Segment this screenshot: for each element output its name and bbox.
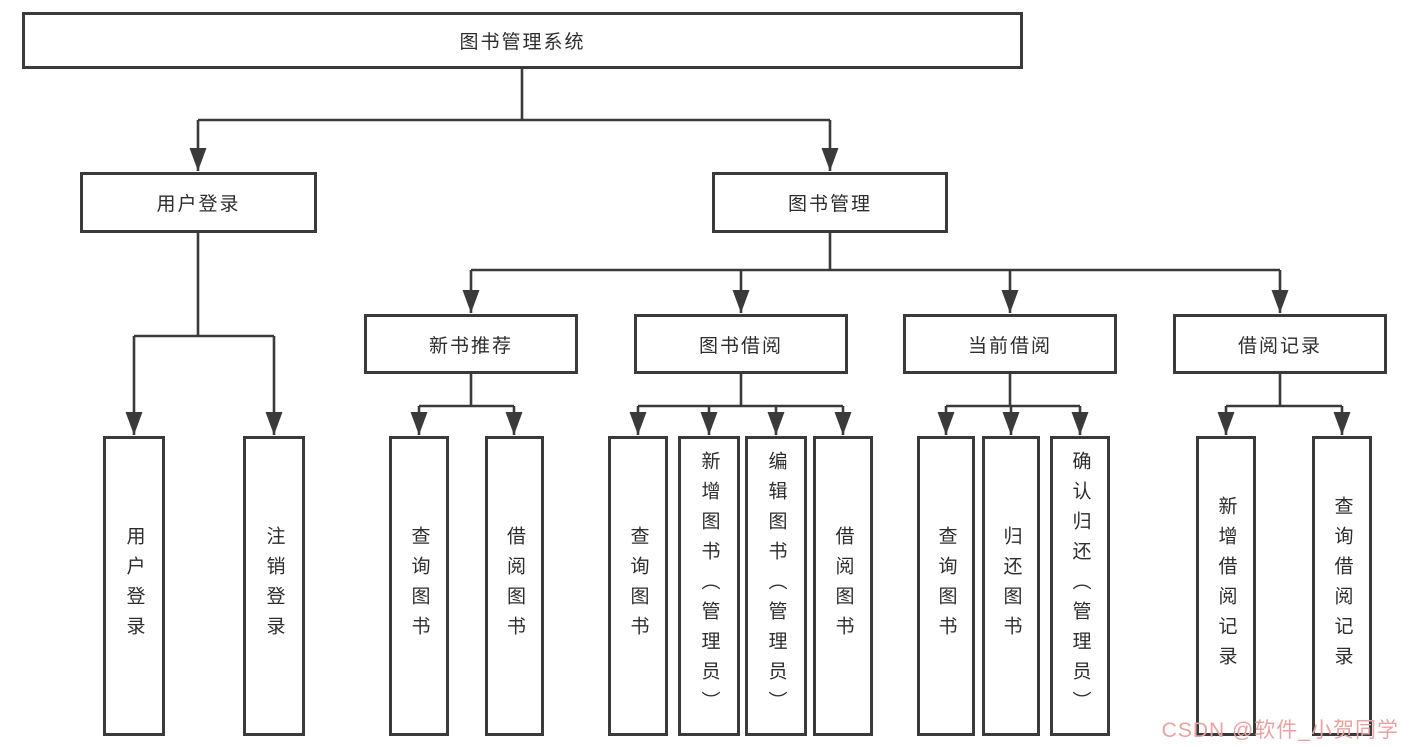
node-borrow-records-label: 借阅记录 [1237, 335, 1322, 357]
leaf-return-book-label: 归还图书 [1000, 526, 1022, 646]
leaf-add-borrow-record-label: 新增借阅记录 [1215, 496, 1237, 676]
leaf-borrow-books-1: 借阅图书 [485, 436, 544, 736]
leaf-query-books-1: 查询图书 [389, 436, 449, 736]
node-book-management: 图书管理 [712, 172, 948, 233]
node-borrow-records: 借阅记录 [1173, 314, 1387, 374]
leaf-edit-book-admin: 编辑图书（管理员） [745, 436, 807, 736]
node-root-system-label: 图书管理系统 [459, 32, 586, 53]
leaf-confirm-return-admin: 确认归还（管理员） [1050, 436, 1110, 736]
node-book-borrow: 图书借阅 [634, 314, 848, 374]
leaf-borrow-books-2-label: 借阅图书 [832, 526, 854, 646]
leaf-add-borrow-record: 新增借阅记录 [1196, 436, 1256, 736]
node-root-system: 图书管理系统 [22, 12, 1023, 69]
leaf-logout-label: 注销登录 [263, 526, 285, 646]
node-new-book-recommend: 新书推荐 [364, 314, 578, 374]
leaf-edit-book-admin-label: 编辑图书（管理员） [765, 451, 787, 721]
leaf-add-book-admin: 新增图书（管理员） [678, 436, 740, 736]
leaf-query-books-2-label: 查询图书 [627, 526, 649, 646]
leaf-query-books-3: 查询图书 [917, 436, 975, 736]
leaf-user-login: 用户登录 [103, 436, 165, 736]
node-user-login-label: 用户登录 [156, 194, 241, 215]
node-current-borrow: 当前借阅 [903, 314, 1117, 374]
leaf-logout: 注销登录 [243, 436, 305, 736]
leaf-borrow-books-1-label: 借阅图书 [504, 526, 525, 646]
node-book-borrow-label: 图书借阅 [698, 335, 783, 357]
leaf-user-login-label: 用户登录 [123, 526, 145, 646]
leaf-query-books-3-label: 查询图书 [935, 526, 957, 646]
leaf-confirm-return-admin-label: 确认归还（管理员） [1069, 451, 1091, 721]
node-book-management-label: 图书管理 [787, 194, 872, 215]
node-current-borrow-label: 当前借阅 [967, 335, 1052, 357]
leaf-query-borrow-record-label: 查询借阅记录 [1331, 496, 1353, 676]
leaf-query-borrow-record: 查询借阅记录 [1312, 436, 1372, 736]
leaf-return-book: 归还图书 [982, 436, 1040, 736]
leaf-query-books-1-label: 查询图书 [408, 526, 430, 646]
leaf-borrow-books-2: 借阅图书 [813, 436, 873, 736]
node-new-book-recommend-label: 新书推荐 [428, 335, 513, 357]
node-user-login: 用户登录 [80, 172, 317, 233]
leaf-add-book-admin-label: 新增图书（管理员） [698, 451, 720, 721]
leaf-query-books-2: 查询图书 [608, 436, 668, 736]
